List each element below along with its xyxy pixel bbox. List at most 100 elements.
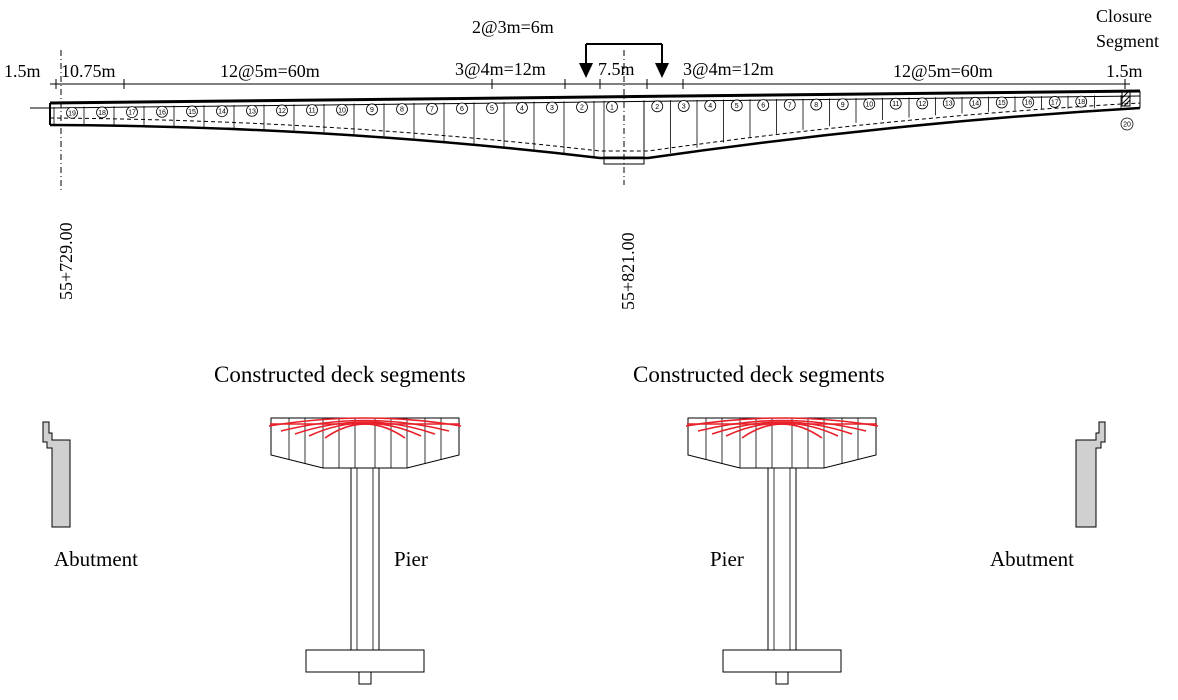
segment-marker: 9 — [836, 98, 849, 111]
segment-marker: 2 — [576, 101, 588, 114]
segment-number: 18 — [98, 110, 106, 117]
segment-number: 11 — [308, 108, 315, 115]
segment-number: 15 — [998, 100, 1006, 107]
segment-number: 9 — [370, 107, 374, 114]
segment-marker: 3 — [677, 100, 690, 112]
label-pier-left: Pier — [394, 547, 428, 571]
closure-label-line1: Closure — [1096, 6, 1152, 26]
deck-girder — [30, 89, 1141, 165]
segment-number: 8 — [400, 107, 404, 114]
label-abutment-right: Abutment — [990, 547, 1074, 571]
label-abutment-left: Abutment — [54, 547, 138, 571]
caption-constructed-left: Constructed deck segments — [214, 362, 466, 387]
chainage-left: 55+729.00 — [56, 222, 76, 300]
prestress-tendon — [711, 421, 853, 435]
segment-number: 10 — [865, 101, 873, 108]
label-pier-right: Pier — [710, 547, 744, 571]
segment-number: 13 — [945, 101, 953, 108]
segment-number: 6 — [761, 103, 765, 110]
prestress-tendon — [685, 417, 879, 427]
segment-number: 7 — [788, 102, 792, 109]
pier-shaft — [767, 467, 797, 651]
segment-number: 5 — [490, 106, 494, 113]
segment-number: 10 — [338, 107, 346, 114]
segment-marker: 17 — [1048, 96, 1061, 108]
segment-marker: 18 — [96, 106, 108, 119]
segment-marker: 14 — [216, 105, 228, 118]
segment-marker: 16 — [156, 105, 168, 118]
segment-marker: 15 — [186, 105, 198, 118]
segment-marker: 6 — [456, 102, 468, 115]
segment-marker: 12 — [916, 97, 929, 110]
segment-number: 16 — [158, 109, 166, 116]
dim-left-short: 10.75m — [61, 61, 116, 81]
segment-marker: 1 — [606, 100, 618, 113]
segment-number: 7 — [430, 106, 434, 113]
segment-marker: 8 — [810, 98, 823, 111]
dimension-ticks — [55, 79, 1126, 89]
segment-marker: 13 — [942, 97, 955, 110]
segment-marker: 4 — [516, 101, 528, 114]
pier-right-assembly — [685, 417, 879, 685]
segment-marker: 7 — [783, 98, 796, 111]
prestress-tendon — [268, 417, 462, 427]
segment-marker: 7 — [426, 102, 438, 115]
load-arrow-left — [579, 63, 593, 78]
segment-number: 3 — [682, 104, 686, 111]
segment-number: 6 — [460, 106, 464, 113]
segment-marker: 10 — [336, 103, 348, 116]
dim-right-edge: 1.5m — [1106, 61, 1143, 81]
segment-number: 5 — [735, 103, 739, 110]
segment-number: 9 — [841, 102, 845, 109]
segment-number: 1 — [610, 104, 614, 111]
closure-segment-marker: 20 — [1120, 117, 1134, 131]
segment-number: 14 — [971, 100, 979, 107]
deck-top-line — [49, 89, 1141, 105]
dim-right-long: 12@5m=60m — [893, 61, 993, 81]
pile-stub — [358, 671, 372, 685]
segment-marker: 11 — [306, 104, 318, 117]
deck-soffit — [49, 106, 1141, 160]
caption-constructed-right: Constructed deck segments — [633, 362, 885, 387]
cantilever-deck — [270, 417, 460, 469]
segment-number: 3 — [550, 105, 554, 112]
closure-hatch — [1121, 91, 1131, 107]
segment-number: 15 — [188, 109, 196, 116]
segment-number: 20 — [1123, 122, 1131, 129]
segment-number: 17 — [1051, 99, 1059, 106]
closure-label-line2: Segment — [1096, 31, 1159, 51]
prestress-tendon — [280, 419, 450, 432]
segment-number: 18 — [1077, 99, 1085, 106]
segment-number: 11 — [892, 101, 899, 108]
dim-right-mid: 3@4m=12m — [683, 59, 774, 79]
segment-number: 12 — [918, 101, 926, 108]
dim-left-long: 12@5m=60m — [220, 61, 320, 81]
abutment-left — [42, 421, 71, 528]
segment-marker: 8 — [396, 103, 408, 116]
prestress-tendon — [697, 419, 867, 432]
segment-marker: 17 — [126, 106, 138, 118]
pier-footing — [305, 649, 425, 673]
segment-marker: 14 — [969, 96, 982, 109]
pier-shaft — [350, 467, 380, 651]
segment-marker: 15 — [995, 96, 1008, 109]
load-arrow-right — [655, 63, 669, 78]
segment-marker: 10 — [863, 98, 876, 110]
pile-stub — [775, 671, 789, 685]
segment-number: 8 — [814, 102, 818, 109]
segment-number: 2 — [580, 105, 584, 112]
cantilever-deck — [687, 417, 877, 469]
segment-marker: 13 — [246, 104, 258, 117]
segment-marker: 5 — [486, 102, 498, 115]
segment-marker: 9 — [366, 103, 378, 116]
segment-marker: 12 — [276, 104, 288, 117]
segment-number: 4 — [708, 103, 712, 110]
segment-marker: 6 — [757, 99, 770, 112]
segment-number: 12 — [278, 108, 286, 115]
prestress-tendon — [725, 422, 839, 437]
segment-number: 19 — [68, 110, 76, 117]
abutment-right — [1075, 421, 1106, 528]
segment-marker: 16 — [1022, 96, 1035, 109]
segment-number: 13 — [248, 108, 256, 115]
